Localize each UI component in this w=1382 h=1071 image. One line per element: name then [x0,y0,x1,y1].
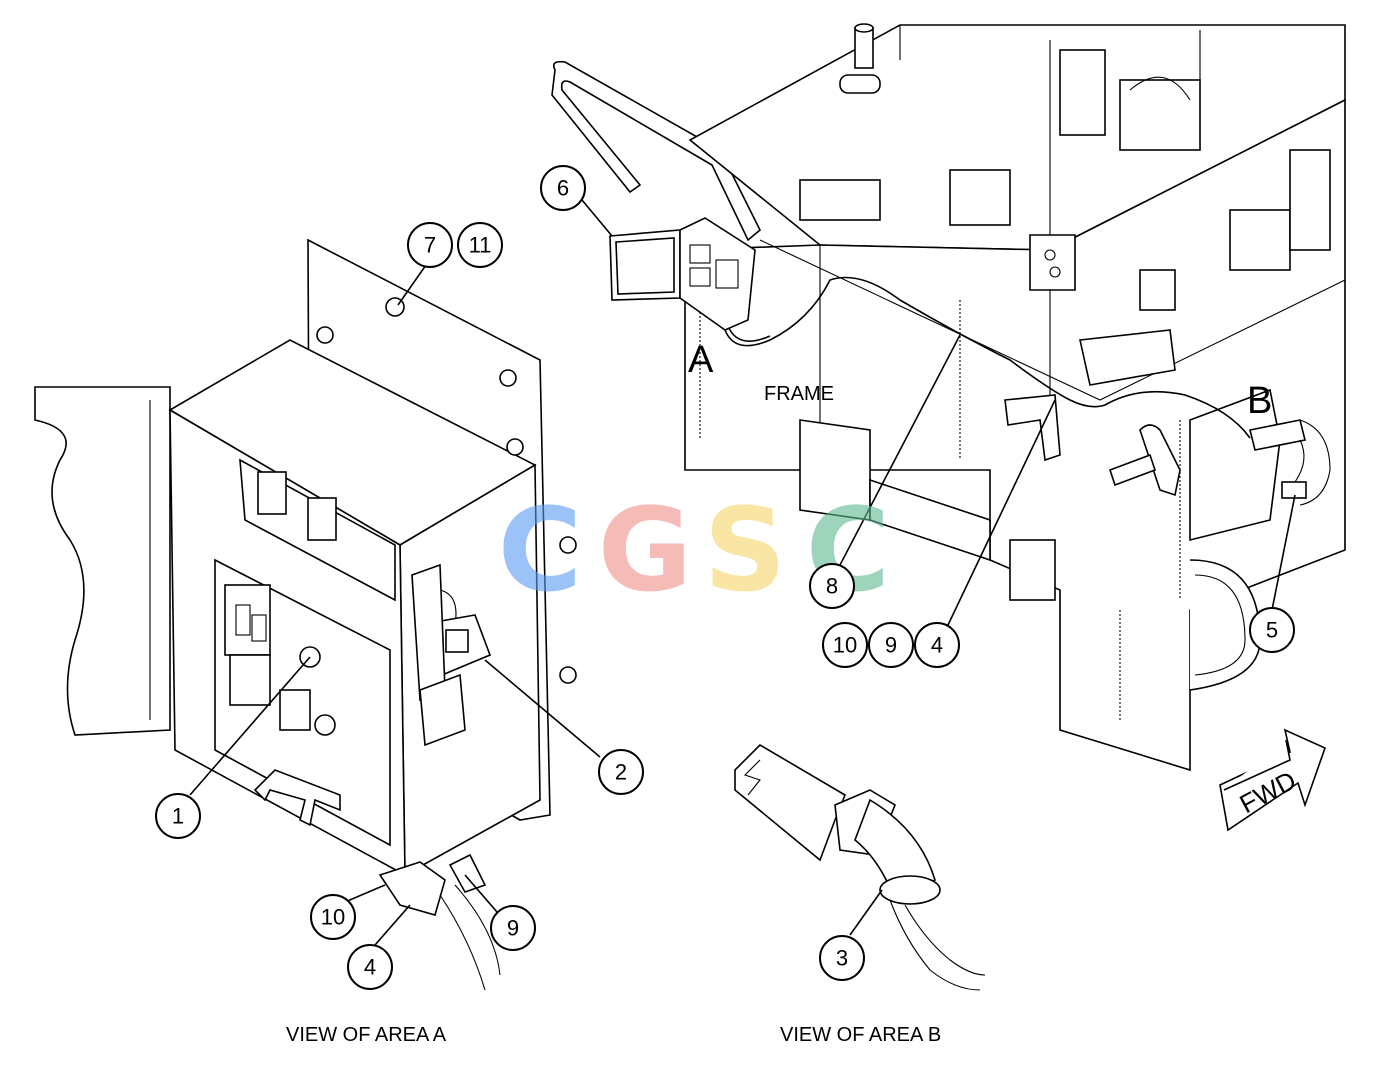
area-b-drawing [734,743,986,991]
view-area-b-label: VIEW OF AREA B [780,1024,941,1046]
callout-4: 4 [914,622,960,668]
callout-3: 3 [819,935,865,981]
callout-7: 7 [407,222,453,268]
padlock-2 [411,563,492,747]
watermark-letter: G [598,484,692,618]
callout-8: 8 [809,563,855,609]
area-b-marker: B [1247,380,1272,422]
svg-text:3: 3 [836,946,848,971]
svg-text:4: 4 [364,955,376,980]
svg-text:10: 10 [833,633,857,658]
watermark-letter: S [704,484,787,618]
svg-text:6: 6 [557,176,569,201]
area-a-drawing [34,238,577,991]
watermark: C G S C [498,484,890,618]
callout-10: 10 [822,622,868,668]
svg-text:7: 7 [424,233,436,258]
svg-text:10: 10 [321,905,345,930]
watermark-letter: C [498,484,582,618]
svg-text:9: 9 [885,633,897,658]
svg-text:11: 11 [469,233,492,258]
callout-9: 9 [868,622,914,668]
callout-4: 4 [347,944,393,990]
svg-text:8: 8 [826,574,838,599]
callout-5: 5 [1249,607,1295,653]
area-a-marker: A [688,339,714,381]
svg-text:2: 2 [615,760,627,785]
electrical-box-6 [609,217,756,331]
junction-box-5 [1281,481,1307,499]
callout-1: 1 [155,793,201,839]
frame-label: FRAME [764,383,834,405]
callout-6: 6 [540,165,586,211]
view-area-a-label: VIEW OF AREA A [286,1024,447,1046]
callout-9: 9 [490,905,536,951]
callout-11: 11 [457,222,503,268]
callout-10: 10 [310,894,356,940]
callout-2: 2 [598,749,644,795]
svg-text:9: 9 [507,916,519,941]
frame-drawing [551,23,1346,772]
leader-lines [189,199,1296,946]
fwd-arrow: FWD [1219,728,1326,832]
svg-text:4: 4 [931,633,943,658]
svg-text:5: 5 [1266,618,1278,643]
svg-text:1: 1 [172,804,184,829]
